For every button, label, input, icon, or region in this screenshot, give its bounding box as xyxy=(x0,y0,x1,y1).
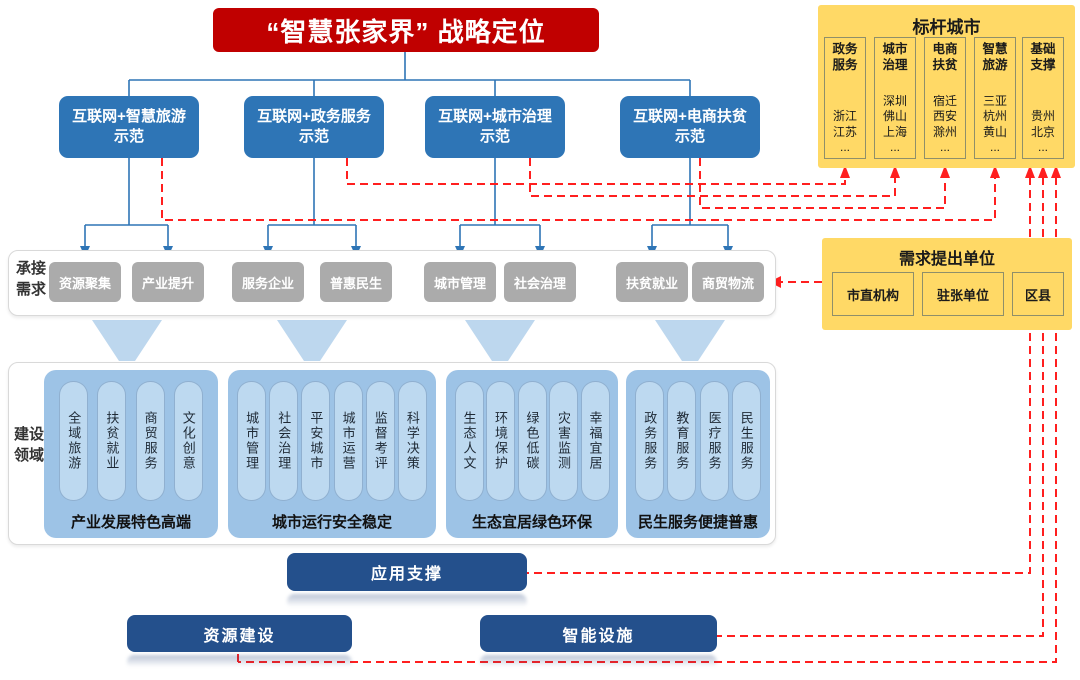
strategy-box-ecommerce: 互联网+电商扶贫 示范 xyxy=(620,96,760,158)
construction-pill: 政务服务 xyxy=(635,381,665,501)
construction-pill: 扶贫就业 xyxy=(97,381,127,501)
construction-group-city-operation: 城市管理 社会治理 平安城市 城市运营 监督考评 科学决策 城市运行安全稳定 xyxy=(228,370,436,538)
strategy-box-city-governance: 互联网+城市治理 示范 xyxy=(425,96,565,158)
construction-pill: 民生服务 xyxy=(731,381,761,501)
construction-group-footer: 城市运行安全稳定 xyxy=(271,513,392,531)
construction-pill: 医疗服务 xyxy=(699,381,729,501)
strategy-box-smart-tourism: 互联网+智慧旅游 示范 xyxy=(59,96,199,158)
foundation-app-support: 应用支撑 xyxy=(287,553,527,591)
construction-pill: 科学决策 xyxy=(397,381,427,501)
demand-row-label: 承接 需求 xyxy=(16,260,47,298)
demand-item-trade-logistics: 商贸物流 xyxy=(692,262,764,302)
resource-reflection xyxy=(127,655,352,669)
construction-pill: 幸福宜居 xyxy=(580,381,610,501)
construction-pill: 城市运营 xyxy=(333,381,363,501)
benchmark-column-cities: 浙江 江苏 ... xyxy=(832,109,857,155)
construction-pill: 平安城市 xyxy=(301,381,331,501)
benchmark-title: 标杆城市 xyxy=(912,18,981,37)
construction-group-footer: 生态宜居绿色环保 xyxy=(471,513,592,531)
construction-pill: 全域旅游 xyxy=(59,381,89,501)
demand-unit-stationed: 驻张单位 xyxy=(922,272,1004,316)
benchmark-column-city: 城市 治理 深圳 佛山 上海 ... xyxy=(874,37,916,159)
construction-pill: 灾害监测 xyxy=(549,381,578,501)
funnel-shapes xyxy=(92,320,725,361)
construction-pill: 文化创意 xyxy=(173,381,203,501)
construction-group-footer: 产业发展特色高端 xyxy=(70,513,191,531)
benchmark-column-header: 基础 支撑 xyxy=(1030,42,1056,72)
demand-item-social-governance: 社会治理 xyxy=(504,262,576,302)
construction-pill: 社会治理 xyxy=(269,381,299,501)
benchmark-column-cities: 宿迁 西安 滁州 ... xyxy=(932,93,957,155)
title-tree-connector xyxy=(128,52,691,96)
strategy-title: “智慧张家界” 战略定位 xyxy=(213,8,599,52)
benchmark-column-cities: 三亚 杭州 黄山 ... xyxy=(982,93,1007,155)
benchmark-column-header: 城市 治理 xyxy=(882,42,908,72)
benchmark-column-cities: 深圳 佛山 上海 ... xyxy=(882,93,907,155)
benchmark-column-header: 电商 扶贫 xyxy=(932,42,958,72)
construction-pill: 监督考评 xyxy=(365,381,395,501)
construction-group-livelihood: 政务服务 教育服务 医疗服务 民生服务 民生服务便捷普惠 xyxy=(626,370,770,538)
construction-pill: 绿色低碳 xyxy=(517,381,547,501)
construction-group-footer: 民生服务便捷普惠 xyxy=(637,513,758,531)
benchmark-column-cities: 贵州 北京 ... xyxy=(1030,109,1055,155)
benchmark-column-header: 智慧 旅游 xyxy=(982,42,1008,72)
construction-label: 建设 领域 xyxy=(14,426,45,464)
demand-item-industry-upgrade: 产业提升 xyxy=(132,262,204,302)
benchmark-column-gov: 政务 服务 浙江 江苏 ... xyxy=(824,37,866,159)
construction-pill: 生态人文 xyxy=(454,381,484,501)
construction-pill: 城市管理 xyxy=(237,381,267,501)
demand-item-serve-enterprise: 服务企业 xyxy=(232,262,304,302)
demand-item-poverty-employment: 扶贫就业 xyxy=(616,262,688,302)
demand-unit-municipal: 市直机构 xyxy=(832,272,914,316)
benchmark-column-tourism: 智慧 旅游 三亚 杭州 黄山 ... xyxy=(974,37,1016,159)
app-support-reflection xyxy=(287,594,527,609)
demand-unit-district: 区县 xyxy=(1012,272,1064,316)
demand-item-inclusive-welfare: 普惠民生 xyxy=(320,262,392,302)
strategy-box-gov-service: 互联网+政务服务 示范 xyxy=(244,96,384,158)
benchmark-column-ecommerce: 电商 扶贫 宿迁 西安 滁州 ... xyxy=(924,37,966,159)
construction-pill: 环境保护 xyxy=(486,381,515,501)
construction-pill: 商贸服务 xyxy=(135,381,165,501)
construction-pill: 教育服务 xyxy=(667,381,697,501)
construction-group-ecology: 生态人文 环境保护 绿色低碳 灾害监测 幸福宜居 生态宜居绿色环保 xyxy=(446,370,618,538)
foundation-smart-facilities: 智能设施 xyxy=(480,615,717,652)
construction-group-industry: 全域旅游 扶贫就业 商贸服务 文化创意 产业发展特色高端 xyxy=(44,370,218,538)
benchmark-column-infra: 基础 支撑 贵州 北京 ... xyxy=(1022,37,1064,159)
demand-units-title: 需求提出单位 xyxy=(898,251,995,268)
strategy-to-demand-connectors xyxy=(84,158,729,246)
demand-item-resource-gathering: 资源聚集 xyxy=(49,262,121,302)
foundation-resource-construction: 资源建设 xyxy=(127,615,352,652)
benchmark-column-header: 政务 服务 xyxy=(832,42,858,72)
demand-item-city-management: 城市管理 xyxy=(424,262,496,302)
smart-facilities-reflection xyxy=(480,655,717,669)
demand-units-panel: 需求提出单位 市直机构 驻张单位 区县 xyxy=(822,238,1072,330)
